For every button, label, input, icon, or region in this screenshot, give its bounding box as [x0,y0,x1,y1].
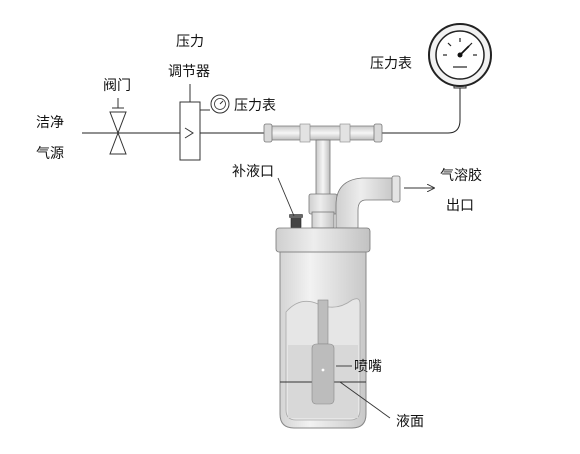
liquid-surface-leader [339,381,391,419]
gas-line-to-gauge [378,88,461,134]
aerosol-outlet-elbow [335,175,401,229]
bottle-lid [275,227,371,253]
aerosol-outlet-label-line2: 出口 [446,198,474,214]
small-pressure-gauge-icon [200,94,230,114]
nozzle-icon [311,299,335,405]
small-gauge-label: 压力表 [234,98,276,114]
liquid-surface-label: 液面 [396,414,424,430]
valve-label: 阀门 [103,78,131,94]
clean-gas-label-line2: 气源 [36,146,64,162]
refill-port-label: 补液口 [232,164,274,180]
large-pressure-gauge-icon [428,23,492,89]
valve-icon [109,98,127,155]
t-fitting-pipe [263,123,383,229]
refill-port-icon [289,214,303,229]
clean-gas-label-line1: 洁净 [36,115,64,131]
refill-port-leader [277,177,295,217]
pressure-regulator-icon [179,84,201,161]
nozzle-label: 喷嘴 [354,359,382,375]
regulator-label-line2: 调节器 [168,64,210,80]
aerosol-outlet-label-line1: 气溶胶 [440,167,482,184]
large-gauge-label: 压力表 [370,56,412,72]
regulator-label-line1: 压力 [176,34,204,50]
